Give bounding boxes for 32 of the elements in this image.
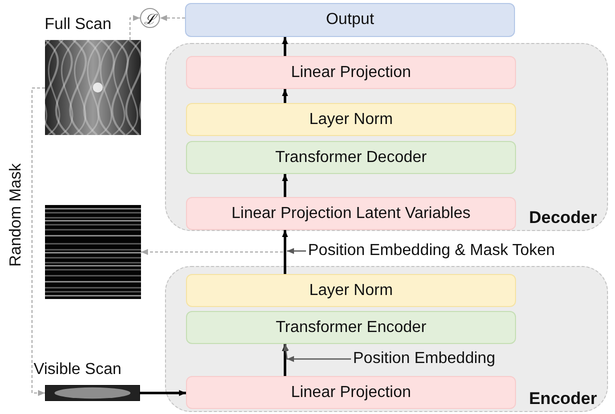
sinogram-image <box>45 40 141 135</box>
image-caption: Full Scan <box>44 16 112 34</box>
dashed-arrow <box>160 15 186 21</box>
dashed-arrow <box>32 88 46 396</box>
arrow <box>282 344 288 376</box>
arrow <box>282 174 288 197</box>
sinogram-strip-image <box>45 385 140 401</box>
arrow <box>283 344 351 362</box>
process-box: Transformer Encoder <box>186 311 516 344</box>
arrow <box>282 230 288 274</box>
loss-symbol: ℒ <box>140 8 160 28</box>
group-panel <box>165 43 608 231</box>
arrow <box>140 390 186 396</box>
process-box: Layer Norm <box>186 274 516 307</box>
arrow <box>282 37 288 56</box>
annotation-text: Position Embedding <box>353 348 528 370</box>
group-title: Encoder <box>528 389 597 409</box>
group-panel <box>165 266 608 412</box>
process-box: Linear Projection <box>186 376 516 409</box>
masked-sinogram-image <box>45 205 141 299</box>
process-box: Transformer Decoder <box>186 141 516 174</box>
group-title: Decoder <box>528 208 597 228</box>
process-box: Output <box>185 3 515 37</box>
process-box: Linear Projection Latent Variables <box>186 197 516 230</box>
process-box: Linear Projection <box>186 56 516 89</box>
annotation-text: Position Embedding & Mask Token <box>308 240 612 262</box>
dashed-arrow <box>130 15 140 40</box>
arrow <box>282 89 288 103</box>
image-caption: Visible Scan <box>32 361 122 379</box>
process-box: Layer Norm <box>186 103 516 136</box>
pointer-arrow <box>140 249 284 255</box>
pointer-arrow <box>287 248 306 254</box>
